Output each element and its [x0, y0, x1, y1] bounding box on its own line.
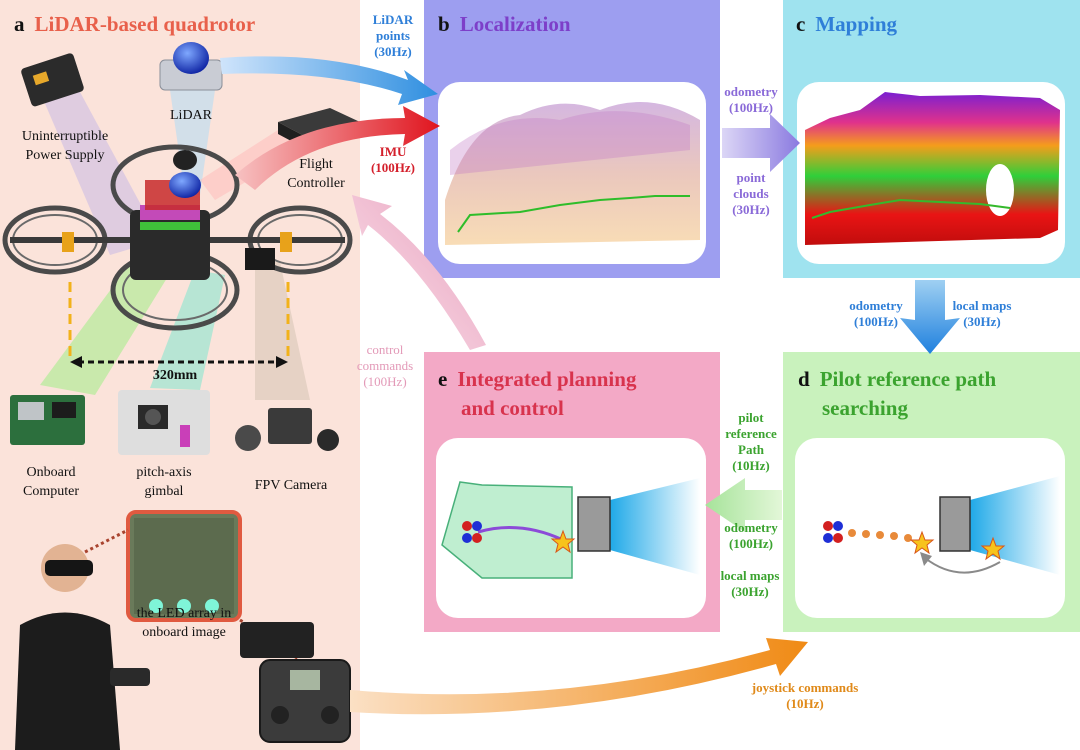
radio-controller-icon [240, 622, 351, 743]
led-array-label: the LED array in onboard image [136, 606, 232, 640]
panel-a-title: a LiDAR-based quadrotor [14, 10, 255, 38]
control-commands-arrow [352, 195, 486, 350]
pilot-person-icon [15, 544, 150, 750]
panel-a-letter: a [14, 12, 25, 36]
panel-d-title-line2: searching [822, 396, 908, 420]
panel-b-letter: b [438, 12, 450, 36]
panel-d-title: d Pilot reference path [798, 365, 996, 393]
ups-highlight-beam [40, 92, 160, 255]
local-maps-cd-label: local maps (30Hz) [952, 298, 1012, 329]
flight-controller-label: Flight Controller [287, 157, 345, 191]
fpv-highlight-beam [255, 260, 310, 400]
panel-d-title-line1: Pilot reference path [819, 367, 997, 391]
path-search-scene [823, 476, 1060, 575]
lidar-points-label: LiDAR points (30Hz) [372, 12, 414, 59]
panel-c-letter: c [796, 12, 806, 36]
odometry-point-cloud-arrow [722, 114, 800, 172]
pilot-path-label: pilot reference Path (10Hz) [725, 410, 777, 473]
quadrotor-drone [2, 144, 353, 362]
panel-b-title: b Localization [438, 10, 571, 38]
fpv-camera-icon [235, 408, 339, 451]
panel-a-title-text: LiDAR-based quadrotor [34, 12, 256, 36]
ups-board-icon [21, 53, 84, 107]
lidar-label: LiDAR [170, 108, 212, 123]
panel-e-title-line1: Integrated planning [457, 367, 637, 391]
led-image-icon [126, 510, 242, 622]
panel-c-title: c Mapping [796, 10, 897, 38]
onboard-computer-label: Onboard Computer [23, 465, 79, 499]
onboard-computer-icon [10, 395, 85, 445]
imu-arrow [235, 106, 440, 190]
gimbal-highlight-beam [150, 270, 225, 390]
lidar-sensor-icon [159, 42, 223, 91]
localization-point-cloud [445, 102, 700, 245]
odometry-de-label: odometry (100Hz) [724, 520, 778, 551]
panel-e-title: e Integrated planning [438, 365, 636, 393]
computer-highlight-beam [40, 250, 175, 395]
ups-label: Uninterruptible Power Supply [21, 129, 109, 163]
local-maps-de-label: local maps (30Hz) [720, 568, 780, 599]
panel-d-letter: d [798, 367, 810, 391]
imu-label: IMU (100Hz) [370, 144, 416, 175]
point-clouds-label: point clouds (30Hz) [732, 170, 770, 217]
fpv-camera-label: FPV Camera [254, 478, 328, 493]
joystick-commands-label: joystick commands (10Hz) [751, 680, 859, 711]
odometry-bc-label: odometry (100Hz) [724, 84, 778, 115]
joystick-commands-arrow [350, 638, 808, 715]
panel-c-title-text: Mapping [815, 12, 898, 36]
planning-scene [441, 478, 700, 579]
panel-e-title-line2: and control [461, 396, 564, 420]
d-to-e-arrow [705, 478, 782, 532]
dimension-label: 320mm [152, 368, 198, 383]
panel-e-title-cont: and control [461, 394, 564, 422]
mapping-voxel-map [805, 92, 1060, 245]
c-to-d-arrow [900, 280, 960, 354]
panel-b-title-text: Localization [459, 12, 571, 36]
control-commands-label: control commands (100Hz) [356, 342, 414, 389]
dimension-arrow [70, 356, 288, 368]
gimbal-label: pitch-axis gimbal [136, 465, 192, 499]
lidar-points-arrow [220, 56, 438, 105]
gimbal-icon [118, 390, 210, 455]
panel-d-title-cont: searching [822, 394, 908, 422]
panel-e-letter: e [438, 367, 448, 391]
odometry-cd-label: odometry (100Hz) [849, 298, 903, 329]
